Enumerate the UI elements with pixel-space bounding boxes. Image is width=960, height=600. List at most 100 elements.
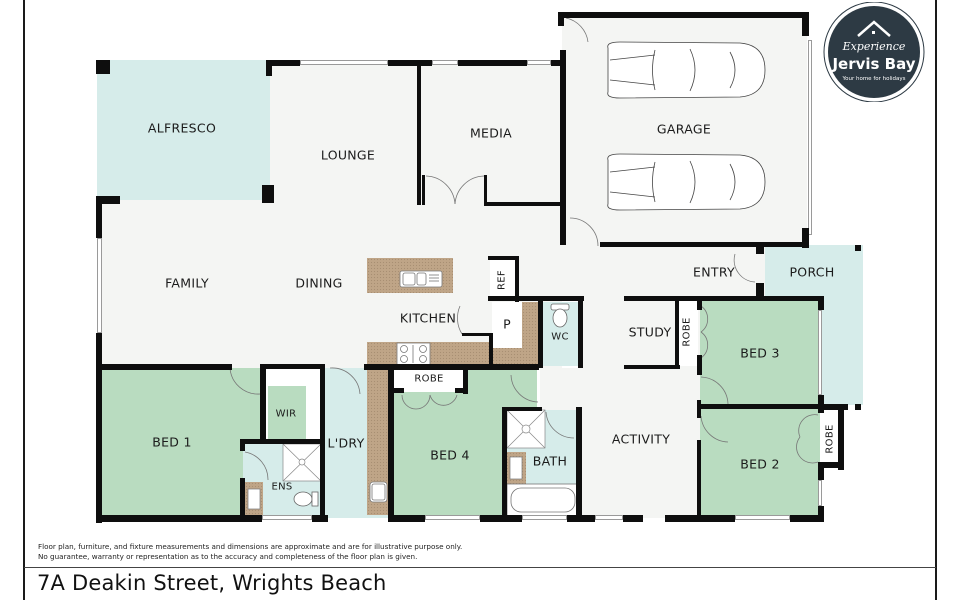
room-bed3 xyxy=(700,298,820,408)
label-activity: ACTIVITY xyxy=(611,431,671,447)
wall xyxy=(756,242,764,254)
room-lounge xyxy=(270,63,420,203)
wall xyxy=(855,245,861,251)
wall xyxy=(600,242,808,247)
wall xyxy=(388,515,425,522)
logo-tagline: Your home for holidays xyxy=(842,76,906,82)
footer-divider xyxy=(24,567,936,568)
label-robe-study: ROBE xyxy=(681,317,693,347)
basin-icon xyxy=(247,488,261,510)
label-family: FAMILY xyxy=(165,275,209,291)
label-ref: REF xyxy=(496,270,508,290)
cooktop-icon xyxy=(396,342,431,366)
wall xyxy=(462,333,492,336)
label-ens: ENS xyxy=(271,481,293,493)
wall xyxy=(262,185,274,203)
wall xyxy=(388,60,432,66)
wall xyxy=(697,298,702,310)
wall xyxy=(818,296,824,310)
toilet-icon xyxy=(293,491,319,507)
label-porch: PORCH xyxy=(789,264,835,280)
wall xyxy=(818,506,824,522)
window xyxy=(300,60,388,65)
window xyxy=(262,515,312,520)
wall xyxy=(560,50,566,245)
wall xyxy=(96,333,102,523)
wall xyxy=(488,256,518,260)
wall xyxy=(818,468,824,480)
room-alfresco xyxy=(97,60,270,200)
wall xyxy=(489,333,493,368)
wall xyxy=(266,60,272,76)
wall xyxy=(484,175,487,205)
label-pantry: P xyxy=(503,316,511,332)
wall xyxy=(567,515,595,522)
wall xyxy=(790,515,824,522)
wall xyxy=(422,175,425,205)
label-kitchen: KITCHEN xyxy=(399,310,457,326)
window xyxy=(527,60,551,65)
sink-icon xyxy=(399,270,443,288)
disclaimer-line-1: Floor plan, furniture, and fixture measu… xyxy=(38,542,463,551)
wall xyxy=(624,365,680,369)
label-laundry: L'DRY xyxy=(327,435,365,451)
wall xyxy=(538,298,543,368)
wall xyxy=(392,388,404,393)
window xyxy=(735,515,790,520)
window xyxy=(808,40,812,235)
wall xyxy=(240,439,245,451)
room-bed2 xyxy=(700,408,820,518)
wall xyxy=(802,228,809,248)
label-study: STUDY xyxy=(628,324,672,340)
label-wir: WIR xyxy=(275,408,297,420)
laundry-bench xyxy=(367,368,389,515)
wall xyxy=(455,388,467,393)
wall xyxy=(756,283,764,297)
disclaimer: Floor plan, furniture, and fixture measu… xyxy=(38,542,462,562)
pantry-space xyxy=(492,302,522,348)
label-bed3: BED 3 xyxy=(740,345,780,361)
label-bed1: BED 1 xyxy=(152,434,192,450)
door-swings xyxy=(229,17,819,481)
laundry-tub-icon xyxy=(369,481,388,503)
wall xyxy=(502,407,542,411)
window xyxy=(425,515,480,520)
label-media: MEDIA xyxy=(469,125,513,141)
wall xyxy=(266,60,300,66)
wc-toilet-icon xyxy=(550,303,570,328)
wall xyxy=(697,440,701,520)
label-bed4: BED 4 xyxy=(430,447,470,463)
room-robe-bed4 xyxy=(393,370,465,392)
wall xyxy=(624,296,824,301)
room-bed1 xyxy=(100,368,262,518)
label-dining: DINING xyxy=(295,275,343,291)
wall xyxy=(96,196,120,204)
room-robe-bed2 xyxy=(820,410,840,465)
wall xyxy=(665,515,735,522)
wall xyxy=(240,439,325,444)
window xyxy=(818,310,822,395)
wall xyxy=(515,256,519,302)
disclaimer-line-2: No guarantee, warranty or representation… xyxy=(38,552,418,561)
wall xyxy=(818,462,844,468)
room-ref xyxy=(490,256,517,298)
wall xyxy=(240,478,245,520)
bath-shower-icon xyxy=(506,409,546,449)
brand-logo: Experience Jervis Bay Your home for holi… xyxy=(818,1,930,103)
bathtub-icon xyxy=(506,483,580,517)
label-bed2: BED 2 xyxy=(740,456,780,472)
wall xyxy=(488,296,584,301)
wall xyxy=(802,12,809,36)
wall xyxy=(578,298,583,368)
window xyxy=(432,60,458,65)
label-bath: BATH xyxy=(532,453,568,469)
room-wir-inner xyxy=(268,386,306,440)
wall xyxy=(417,63,421,205)
wall xyxy=(855,404,861,410)
window xyxy=(97,238,102,333)
frame-left-border xyxy=(23,0,25,600)
logo-script-text: Experience xyxy=(842,40,906,53)
window xyxy=(818,480,822,506)
wall xyxy=(484,202,562,206)
